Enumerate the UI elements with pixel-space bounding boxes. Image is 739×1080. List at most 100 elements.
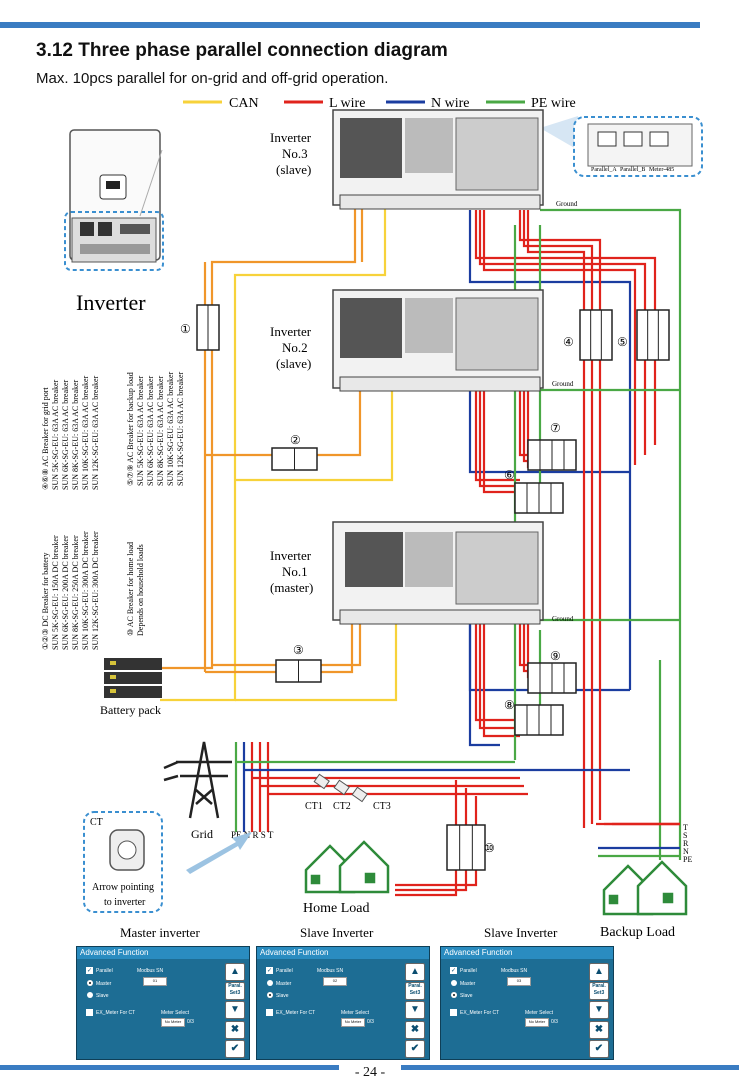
meter-select-field[interactable]: No Meter — [161, 1018, 185, 1027]
breaker-5-label: ⑤ — [617, 335, 628, 349]
paral-set-button[interactable]: Paral.Set3 — [225, 982, 245, 1000]
paral-set-line1: Paral. — [228, 983, 242, 989]
modbus-sn-field[interactable]: 02 — [323, 977, 347, 986]
screen-3-caption: Slave Inverter — [484, 925, 558, 940]
ct2-label: CT2 — [333, 801, 351, 812]
inverter-1 — [332, 521, 544, 625]
meter-count: 0/3 — [187, 1019, 194, 1025]
ground-3-label: Ground — [556, 200, 578, 208]
down-arrow-button[interactable]: ▼ — [225, 1001, 245, 1019]
meter-select-field[interactable]: No Meter — [341, 1018, 365, 1027]
note-grid-1: SUN 5K-SG-EU: 63A AC breaker — [51, 379, 60, 490]
battery-wire — [212, 620, 362, 667]
confirm-button[interactable]: ✔ — [589, 1040, 609, 1058]
master-radio[interactable] — [267, 980, 273, 986]
modbus-sn-field[interactable]: 03 — [507, 977, 531, 986]
breaker-7 — [527, 439, 577, 471]
note-home-0: ⑩ AC Breaker for home load — [126, 542, 135, 636]
can-wire — [235, 385, 394, 482]
inverter-icon — [64, 129, 164, 271]
cancel-button[interactable]: ✖ — [405, 1021, 425, 1039]
confirm-button[interactable]: ✔ — [225, 1040, 245, 1058]
battery-pack-label: Battery pack — [100, 703, 161, 717]
home-load-wire — [395, 870, 458, 897]
screen-header: Advanced Function — [441, 947, 613, 959]
slave-radio[interactable] — [451, 992, 457, 998]
parallel-label: Parallel — [96, 968, 113, 974]
note-battery-3: SUN 8K-SG-EU: 250A DC breaker — [71, 535, 80, 650]
battery-wire — [205, 385, 362, 457]
page-number: - 24 - — [339, 1065, 401, 1080]
page-title: 3.12 Three phase parallel connection dia… — [36, 40, 448, 61]
confirm-button[interactable]: ✔ — [405, 1040, 425, 1058]
down-arrow-button[interactable]: ▼ — [589, 1001, 609, 1019]
note-battery-4: SUN 10K-SG-EU: 300A DC breaker — [81, 531, 90, 650]
battery-wire — [160, 205, 357, 670]
note-battery-2: SUN 6K-SG-EU: 200A DC breaker — [61, 535, 70, 650]
top-rule — [0, 22, 700, 28]
cancel-button[interactable]: ✖ — [589, 1021, 609, 1039]
inverter-3 — [332, 109, 544, 210]
meter-count: 0/3 — [367, 1019, 374, 1025]
breaker-6 — [514, 482, 564, 514]
master-radio[interactable] — [87, 980, 93, 986]
slave-radio[interactable] — [87, 992, 93, 998]
n-wire — [468, 620, 500, 747]
screen-master: Advanced Function ✓ Parallel Modbus SN 0… — [76, 946, 250, 1060]
inverter-3-line1: Inverter — [270, 130, 312, 145]
legend-l-label: L wire — [329, 96, 365, 111]
note-grid-3: SUN 8K-SG-EU: 63A AC breaker — [71, 379, 80, 490]
ex-meter-checkbox[interactable] — [86, 1009, 93, 1016]
meter-select-field[interactable]: No Meter — [525, 1018, 549, 1027]
port-meter-label: Meter-485 — [649, 167, 674, 173]
modbus-sn-field[interactable]: 01 — [143, 977, 167, 986]
ex-meter-checkbox[interactable] — [266, 1009, 273, 1016]
meter-select-label: Meter Select — [161, 1010, 190, 1016]
ct1-label: CT1 — [305, 801, 323, 812]
port-b-label: Parallel_B — [620, 167, 645, 173]
paral-set-button[interactable]: Paral.Set3 — [405, 982, 425, 1000]
parallel-checkbox[interactable]: ✓ — [86, 967, 93, 974]
grid-tower-icon — [163, 741, 232, 819]
up-arrow-button[interactable]: ▲ — [405, 963, 425, 981]
master-label: Master — [460, 981, 476, 987]
up-arrow-button[interactable]: ▲ — [589, 963, 609, 981]
breaker-8-label: ⑧ — [504, 698, 515, 712]
ct-sensors — [313, 773, 368, 803]
parallel-checkbox[interactable]: ✓ — [450, 967, 457, 974]
ground-1-label: Ground — [552, 615, 574, 623]
down-arrow-button[interactable]: ▼ — [405, 1001, 425, 1019]
legend-can-label: CAN — [229, 96, 259, 111]
backup-phase-pe: PE — [683, 855, 692, 864]
parallel-label: Parallel — [276, 968, 293, 974]
page-subtitle: Max. 10pcs parallel for on-grid and off-… — [36, 70, 389, 87]
ex-meter-checkbox[interactable] — [450, 1009, 457, 1016]
note-grid-breaker: ④⑥⑧ AC Breaker for grid port SUN 5K-SG-E… — [41, 375, 100, 490]
inverter-icon-leader — [139, 149, 163, 217]
note-backup-2: SUN 6K-SG-EU: 63A AC breaker — [146, 375, 155, 486]
screen-slave-3: Advanced Function ✓ Parallel Modbus SN 0… — [440, 946, 614, 1060]
note-backup-5: SUN 12K-SG-EU: 63A AC breaker — [176, 371, 185, 486]
breaker-4-label: ④ — [563, 335, 574, 349]
backup-phase-r: R — [683, 839, 689, 848]
slave-radio[interactable] — [267, 992, 273, 998]
screen-slave-2: Advanced Function ✓ Parallel Modbus SN 0… — [256, 946, 430, 1060]
paral-set-button[interactable]: Paral.Set3 — [589, 982, 609, 1000]
l-wire — [482, 210, 637, 465]
breaker-6-label: ⑥ — [504, 468, 515, 482]
meter-count: 0/3 — [551, 1019, 558, 1025]
breaker-3-label: ③ — [293, 643, 304, 657]
parallel-checkbox[interactable]: ✓ — [266, 967, 273, 974]
paral-set-line2: Set3 — [229, 990, 241, 996]
cancel-button[interactable]: ✖ — [225, 1021, 245, 1039]
master-label: Master — [276, 981, 292, 987]
note-grid-0: ④⑥⑧ AC Breaker for grid port — [41, 387, 50, 490]
l-wire — [522, 210, 594, 824]
breaker-10-label: ⑩ — [484, 841, 495, 855]
master-radio[interactable] — [451, 980, 457, 986]
ports-callout: Parallel_A Parallel_B Meter-485 — [540, 116, 703, 177]
up-arrow-button[interactable]: ▲ — [225, 963, 245, 981]
can-wire — [160, 200, 387, 702]
note-battery-5: SUN 12K-SG-EU: 300A DC breaker — [91, 531, 100, 650]
inverter-icon-label: Inverter — [76, 290, 146, 315]
